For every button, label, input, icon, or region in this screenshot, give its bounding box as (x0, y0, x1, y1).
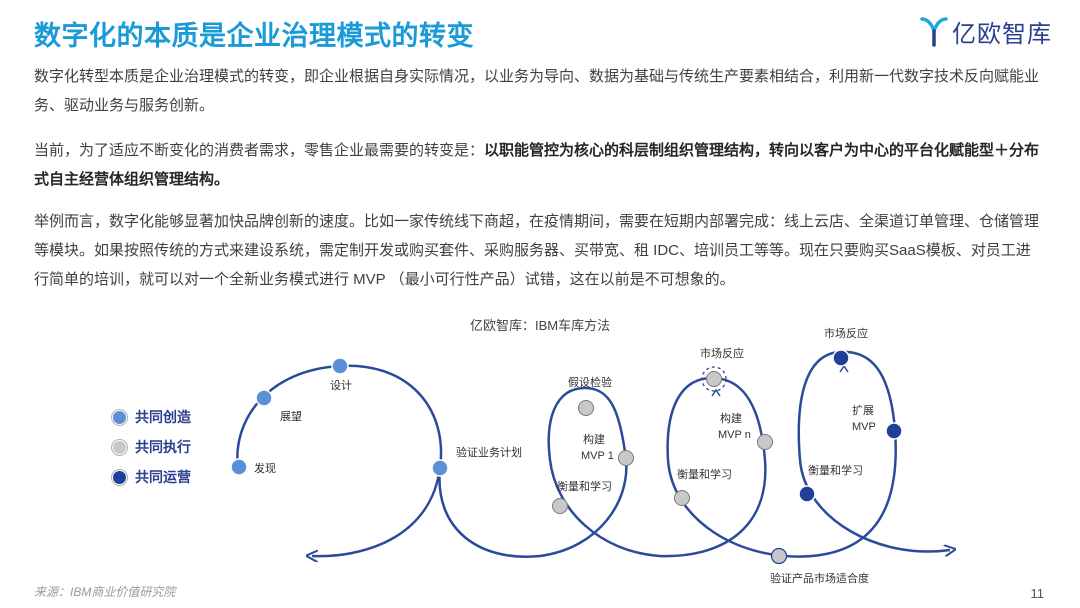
node-hypothesis (578, 400, 594, 416)
legend-dot-icon (112, 409, 127, 425)
garage-method-diagram: 亿欧智库：IBM车库方法 发现 展望 设计 验证业务计划 假设检验 构建 MVP… (0, 300, 1080, 590)
paragraph-1: 数字化转型本质是企业治理模式的转变，即企业根据自身实际情况，以业务为导向、数据为… (34, 68, 1040, 114)
diagram-caption: 亿欧智库：IBM车库方法 (470, 318, 610, 333)
node-design (331, 357, 349, 375)
node-verify-fit (770, 547, 788, 565)
garage-method-svg: 亿欧智库：IBM车库方法 发现 展望 设计 验证业务计划 假设检验 构建 MVP… (230, 318, 1080, 585)
logo-mark-icon (920, 16, 948, 47)
legend: 共同创造 共同执行 共同运营 (112, 402, 191, 492)
logo-text: 亿欧智库 (952, 21, 1052, 48)
label-market2: 市场反应 (824, 326, 868, 340)
label-mvpn: MVP n (718, 429, 751, 441)
process-path (236, 350, 950, 558)
legend-label: 共同执行 (135, 439, 191, 455)
node-market2 (832, 349, 850, 367)
legend-item-co-operate: 共同运营 (112, 462, 191, 492)
label-expand: 扩展 (852, 403, 874, 417)
label-build-mvpn: 构建 (720, 411, 742, 425)
page-title: 数字化的本质是企业治理模式的转变 (34, 21, 474, 51)
label-measure2: 衡量和学习 (677, 467, 732, 481)
node-verify-plan (431, 459, 449, 477)
paragraph-2-emphasis: 以职能管控为核心的科层制组织管理结构，转向以客户为中心的平台化赋能型＋分布式自主… (34, 142, 1040, 188)
market-reaction-ring (701, 366, 727, 392)
source-note: 来源：IBM商业价值研究院 (34, 585, 176, 599)
brand-logo: 亿欧智库 (920, 14, 1052, 49)
label-envision: 展望 (280, 410, 302, 423)
legend-label: 共同创造 (135, 409, 191, 425)
node-expand (885, 422, 903, 440)
node-envision (255, 389, 273, 407)
label-measure3: 衡量和学习 (808, 463, 863, 477)
legend-dot-icon (112, 439, 127, 455)
label-discover: 发现 (254, 461, 276, 475)
paragraph-3: 举例而言，数字化能够显著加快品牌创新的速度。比如一家传统线下商超，在疫情期间，需… (34, 213, 1040, 288)
node-discover (230, 458, 248, 476)
process-tail (312, 467, 442, 556)
label-expand-mvp: MVP (852, 421, 876, 433)
direction-arrow-2 (711, 388, 721, 397)
legend-dot-icon (112, 469, 127, 485)
node-measure3 (798, 485, 816, 503)
legend-label: 共同运营 (135, 469, 191, 485)
node-measure1 (552, 498, 568, 514)
label-verify-fit: 验证产品市场适合度 (770, 571, 869, 585)
label-verify-plan: 验证业务计划 (456, 445, 522, 459)
node-mvpn (757, 434, 773, 450)
legend-item-co-create: 共同创造 (112, 402, 191, 432)
label-design: 设计 (330, 379, 352, 392)
page-number: 11 (1030, 586, 1045, 601)
node-measure2 (674, 490, 690, 506)
direction-arrow-3 (839, 364, 849, 373)
node-market1 (706, 371, 722, 387)
legend-item-co-execute: 共同执行 (112, 432, 191, 462)
label-market1: 市场反应 (700, 346, 744, 360)
node-mvp1 (618, 450, 634, 466)
label-mvp1: MVP 1 (581, 450, 614, 462)
label-measure1: 衡量和学习 (557, 479, 612, 493)
label-build-mvp1: 构建 (583, 432, 605, 446)
paragraph-2-text: 当前，为了适应不断变化的消费者需求，零售企业最需要的转变是： (34, 142, 485, 159)
paragraph-2: 当前，为了适应不断变化的消费者需求，零售企业最需要的转变是：以职能管控为核心的科… (34, 136, 1044, 194)
label-hypothesis: 假设检验 (568, 375, 612, 389)
